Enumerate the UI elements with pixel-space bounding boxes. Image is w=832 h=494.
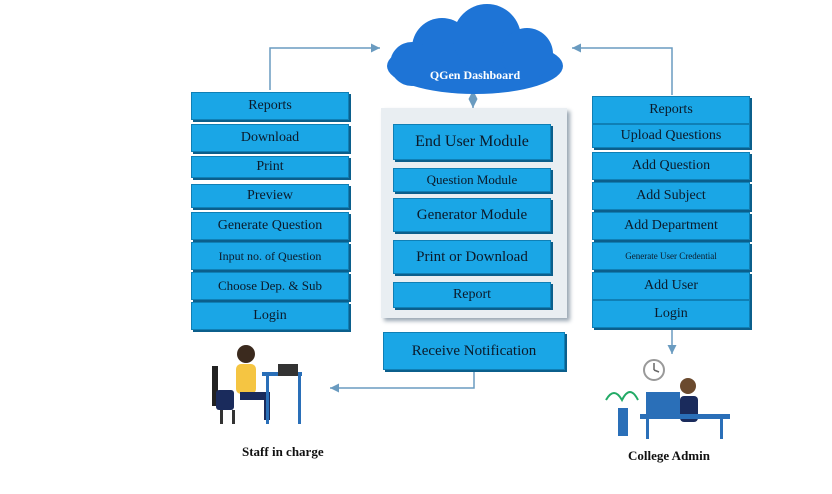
staff-item-generate-question: Generate Question	[191, 212, 349, 240]
staff-item-login: Login	[191, 302, 349, 330]
module-question: Question Module	[393, 168, 551, 192]
staff-item-print: Print	[191, 156, 349, 178]
cloud-label: QGen Dashboard	[429, 68, 521, 82]
staff-item-reports: Reports	[191, 92, 349, 120]
staff-features-column: Reports Download Print Preview Generate …	[191, 92, 351, 332]
module-print-download: Print or Download	[393, 240, 551, 274]
staff-item-input-count: Input no. of Question	[191, 242, 349, 270]
staff-item-download: Download	[191, 124, 349, 152]
admin-features-column: Reports Upload Questions Add Question Ad…	[592, 96, 752, 332]
admin-item-add-department: Add Department	[592, 212, 750, 240]
staff-item-choose-dep-sub: Choose Dep. & Sub	[191, 272, 349, 300]
staff-person-icon	[212, 345, 302, 424]
module-generator: Generator Module	[393, 198, 551, 232]
left-to-cloud-arrow	[269, 43, 380, 90]
admin-person-icon	[605, 359, 730, 439]
right-to-cloud-arrow	[572, 43, 673, 95]
admin-item-add-question: Add Question	[592, 152, 750, 180]
admin-item-generate-credential: Generate User Credential	[592, 242, 750, 270]
admin-item-add-subject: Add Subject	[592, 182, 750, 210]
cloud-icon	[387, 4, 563, 94]
modules-column: End User Module Question Module Generato…	[393, 124, 553, 314]
college-admin-label: College Admin	[628, 448, 710, 463]
notify-to-staff-arrow	[330, 370, 475, 393]
staff-item-preview: Preview	[191, 184, 349, 208]
staff-in-charge-label: Staff in charge	[242, 444, 324, 459]
admin-item-login: Login	[592, 300, 750, 328]
admin-item-add-user: Add User	[592, 272, 750, 300]
module-end-user: End User Module	[393, 124, 551, 160]
receive-notification-box: Receive Notification	[383, 332, 565, 370]
module-report: Report	[393, 282, 551, 308]
admin-item-reports: Reports	[592, 96, 750, 124]
admin-item-upload-questions: Upload Questions	[592, 124, 750, 148]
qgen-dashboard-cloud: QGen Dashboard	[382, 4, 568, 96]
